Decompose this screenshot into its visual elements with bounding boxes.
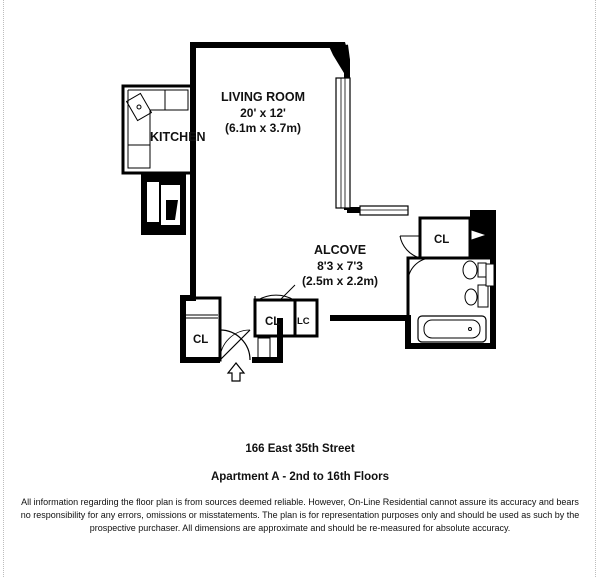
living-room-name: LIVING ROOM [220,90,306,104]
living-room-label: LIVING ROOM 20' x 12' (6.1m x 3.7m) [213,90,313,136]
address: 166 East 35th Street [245,443,355,455]
disclaimer: All information regarding the floor plan… [20,497,580,534]
wall-corner [327,42,350,78]
closet-left [181,296,222,362]
closet-middle [253,284,319,361]
alcove-label: ALCOVE 8'3 x 7'3 (2.5m x 2.2m) [290,243,390,289]
kitchen-label: KITCHEN [150,130,206,144]
living-room-dim-ft: 20' x 12' [240,105,286,120]
bathroom-shaft [470,210,496,258]
alcove-dim-m: (2.5m x 2.2m) [301,273,379,288]
living-room-dim-m: (6.1m x 3.7m) [224,120,302,135]
page-border [3,0,596,577]
alcove-dim-ft: 8'3 x 7'3 [317,258,363,273]
floor-plan [121,42,496,382]
refrigerator [141,173,186,235]
closet-left-label: CL [193,334,209,346]
entry-door [219,329,251,361]
entry-arrow-icon [226,362,246,382]
bathroom [406,256,495,348]
closet-alcove-label: CL [434,234,450,246]
linen-closet-label: LC [297,316,310,327]
alcove-name: ALCOVE [313,243,367,257]
closet-middle-label: CL [265,316,281,328]
apartment-title: Apartment A - 2nd to 16th Floors [210,471,390,483]
bathroom-vent [485,263,495,287]
window-living-right [335,77,351,209]
window-alcove-top [359,205,409,216]
